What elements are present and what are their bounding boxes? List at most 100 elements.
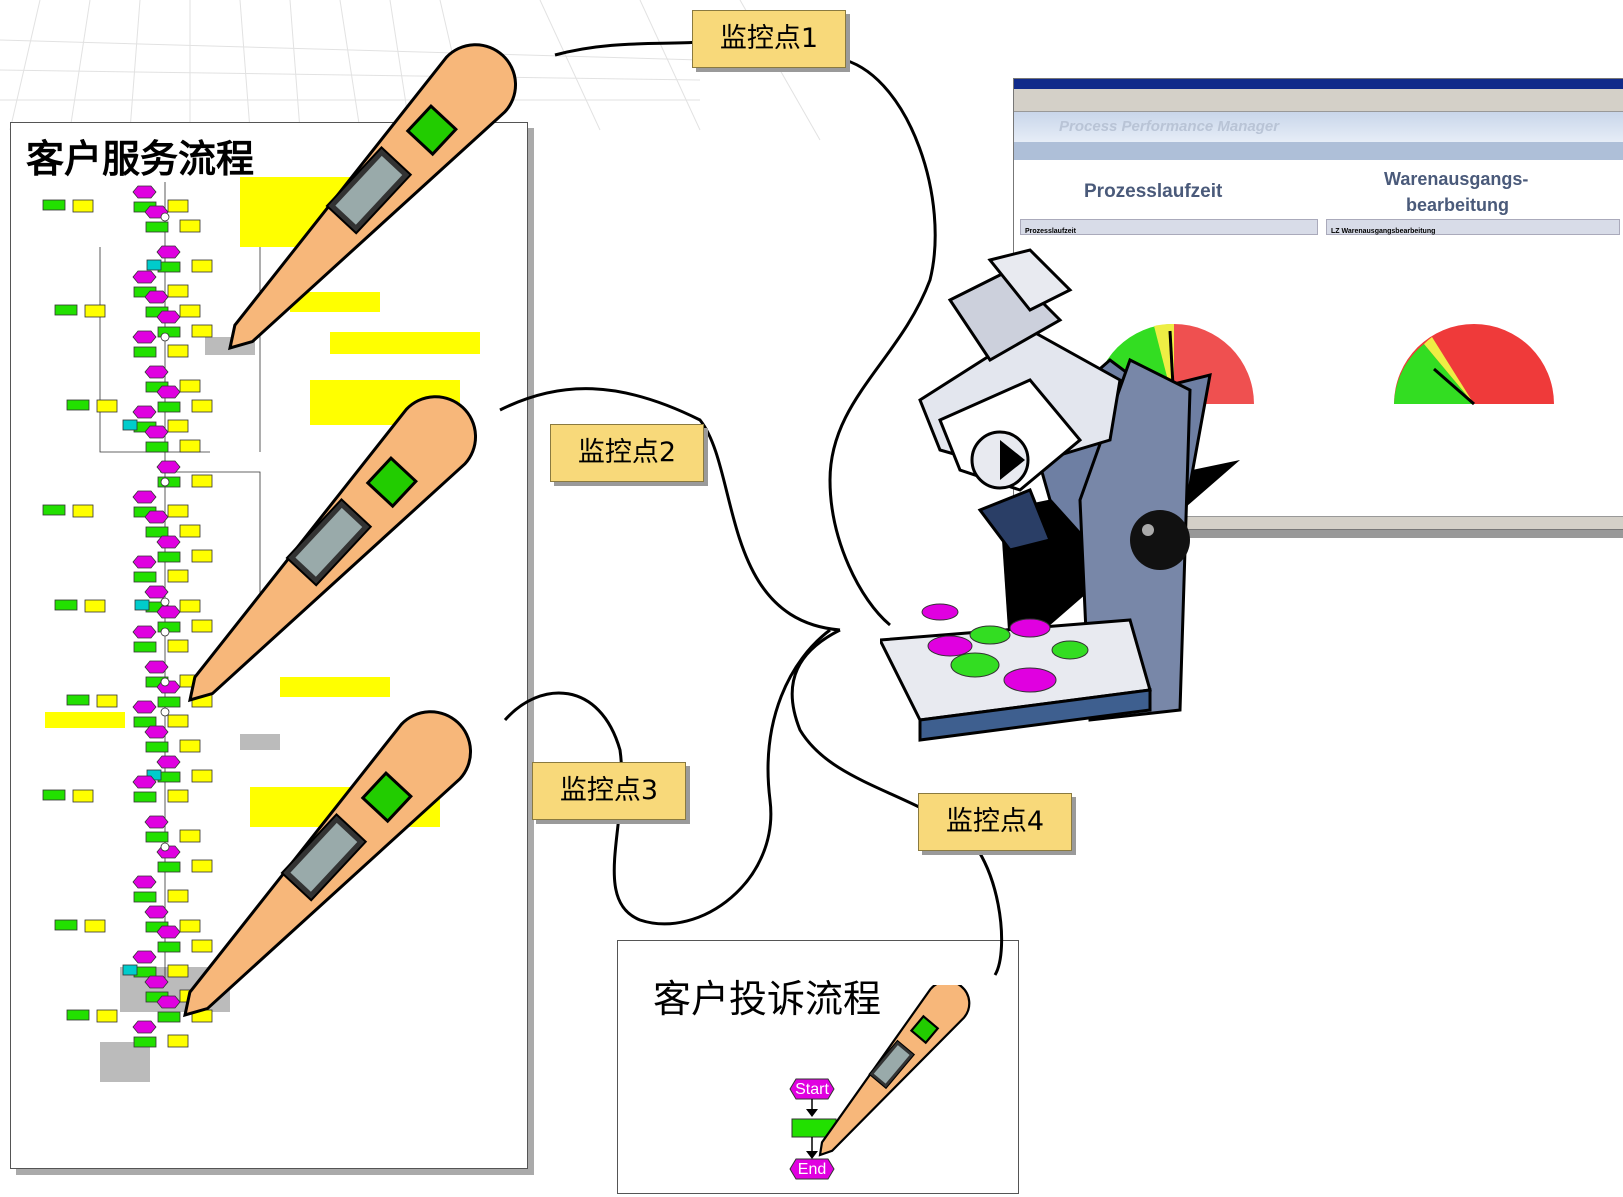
flow-shape: [160, 477, 170, 487]
flow-shape: [132, 700, 157, 714]
complaint-process-title: 客户投诉流程: [653, 977, 882, 1021]
flow-shape: [191, 769, 213, 783]
monitor-label-4: 监控点4: [918, 793, 1072, 851]
flow-shape: [167, 569, 189, 583]
flow-shape: [122, 419, 138, 431]
flow-shape: [145, 441, 169, 453]
flow-shape: [330, 332, 480, 354]
flow-shape: [156, 310, 181, 324]
flow-shape: [144, 975, 169, 989]
flow-shape: [54, 919, 78, 931]
app-banner: Process Performance Manager: [1014, 112, 1623, 142]
flow-shape: [133, 891, 157, 903]
flow-shape: [42, 789, 66, 801]
left-heading: Prozesslaufzeit: [1084, 181, 1223, 202]
window-toolbar: [1014, 89, 1623, 112]
flow-shape: [144, 725, 169, 739]
right-section-bar: LZ Warenausgangsbearbeitung: [1326, 219, 1620, 235]
flow-shape: [144, 365, 169, 379]
flow-shape: [157, 401, 181, 413]
flow-shape: [179, 919, 201, 933]
app-title: Process Performance Manager: [1059, 118, 1280, 135]
flow-shape: [96, 399, 118, 413]
right-heading-1: Warenausgangs-: [1384, 169, 1529, 189]
flow-shape: [179, 599, 201, 613]
flow-shape: [167, 419, 189, 433]
flow-shape: [54, 304, 78, 316]
flow-shape: [84, 919, 106, 933]
flow-shape: [191, 549, 213, 563]
flow-shape: [167, 344, 189, 358]
flow-shape: [167, 889, 189, 903]
app-tabs[interactable]: [1014, 142, 1623, 160]
right-section-label: LZ Warenausgangsbearbeitung: [1331, 228, 1436, 235]
flow-shape: [144, 510, 169, 524]
left-section-label: Prozesslaufzeit: [1025, 228, 1076, 235]
flow-shape: [132, 1020, 157, 1034]
flow-shape: [132, 625, 157, 639]
flow-shape: [191, 939, 213, 953]
flow-shape: [100, 1042, 150, 1082]
thermometer-probe-3: [183, 710, 472, 1018]
flow-shape: [54, 599, 78, 611]
flow-shape: [191, 619, 213, 633]
flow-shape: [191, 859, 213, 873]
flow-shape: [144, 585, 169, 599]
flow-shape: [145, 221, 169, 233]
flow-shape: [156, 535, 181, 549]
flow-shape: [160, 332, 170, 342]
flow-shape: [84, 599, 106, 613]
window-titlebar: [1014, 79, 1623, 89]
complaint-process-flowchart: [789, 1078, 837, 1180]
flow-shape: [133, 571, 157, 583]
flow-shape: [167, 504, 189, 518]
flow-shape: [156, 995, 181, 1009]
flow-shape: [240, 734, 280, 750]
microscope-illustration: [880, 248, 1240, 742]
flow-shape: [179, 739, 201, 753]
flow-shape: [132, 270, 157, 284]
thermometer-probe-4: [818, 985, 971, 1157]
flow-shape: [157, 861, 181, 873]
flow-shape: [45, 712, 125, 728]
flow-shape: [145, 831, 169, 843]
flow-shape: [191, 474, 213, 488]
service-process-title: 客户服务流程: [26, 137, 255, 181]
flow-shape: [42, 504, 66, 516]
flow-shape: [132, 330, 157, 344]
flow-shape: [167, 714, 189, 728]
flow-shape: [133, 716, 157, 728]
flow-shape: [72, 504, 94, 518]
flow-shape: [179, 379, 201, 393]
flow-shape: [133, 641, 157, 653]
flow-shape: [99, 182, 261, 982]
flow-shape: [146, 259, 162, 271]
right-heading-2: bearbeitung: [1406, 195, 1510, 215]
flow-shape: [167, 964, 189, 978]
flow-shape: [42, 199, 66, 211]
flow-shape: [156, 460, 181, 474]
flow-shape: [145, 741, 169, 753]
flow-shape: [132, 405, 157, 419]
flow-shape: [156, 755, 181, 769]
flow-shape: [156, 385, 181, 399]
flow-shape: [132, 875, 157, 889]
flow-shape: [144, 660, 169, 674]
flow-shape: [132, 185, 157, 199]
flow-shape: [160, 842, 170, 852]
thermometer-probe-1: [228, 43, 517, 351]
flow-shape: [179, 439, 201, 453]
flow-shape: [167, 199, 189, 213]
flow-shape: [72, 789, 94, 803]
flow-shape: [144, 905, 169, 919]
flow-shape: [66, 694, 90, 706]
flow-shape: [157, 941, 181, 953]
flow-shape: [132, 775, 157, 789]
flow-shape: [179, 219, 201, 233]
complaint-process-panel: [617, 940, 1019, 1194]
flow-shape: [122, 964, 138, 976]
monitor-label-3: 监控点3: [532, 762, 686, 820]
flow-shape: [96, 694, 118, 708]
